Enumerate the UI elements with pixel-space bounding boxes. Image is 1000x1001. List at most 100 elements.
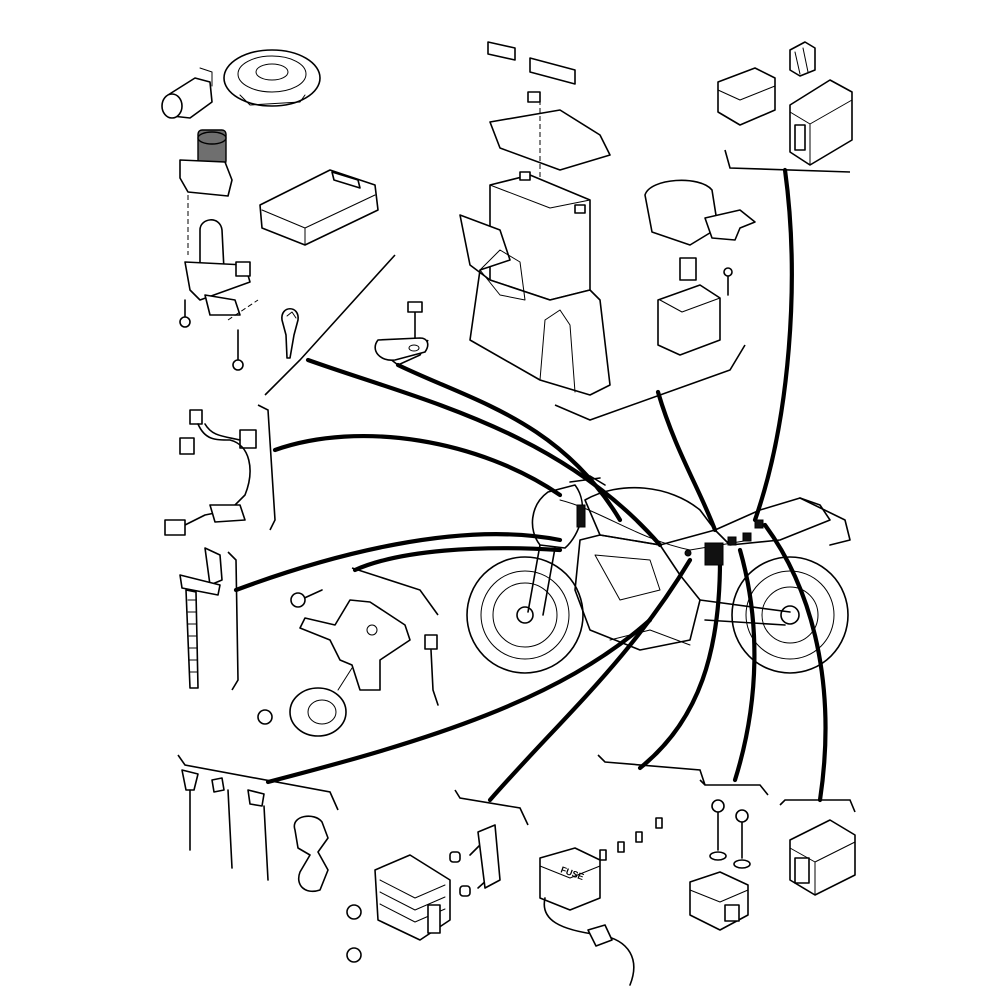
motorcycle	[466, 475, 851, 674]
bracket-bottom-ties	[177, 754, 339, 811]
bike-connector-1	[727, 536, 737, 546]
bottom-cable-ties	[181, 769, 329, 892]
cable-tie-clip	[179, 574, 221, 596]
battery-terminal-1	[519, 171, 531, 181]
bracket-flasher	[779, 799, 856, 813]
key-blade	[281, 307, 299, 359]
rear-tire-outer	[731, 556, 849, 674]
rear-hub	[780, 605, 800, 625]
leader-harness	[272, 434, 563, 498]
fuse-box-clip	[587, 924, 613, 947]
relay-connector-pins	[794, 47, 809, 75]
battery-pad-1	[487, 41, 516, 61]
relay-unit-2	[789, 79, 853, 166]
leader-tie-left	[233, 532, 563, 593]
turn-relay-washer-1	[709, 851, 727, 861]
bike-connector-dot	[684, 549, 692, 557]
bike-harness	[559, 499, 751, 551]
cable-ties	[179, 547, 223, 689]
engine-cowling	[574, 534, 701, 651]
starter-relay-lead	[704, 209, 756, 241]
rectifier-spacer-2	[459, 885, 471, 897]
front-fork	[527, 544, 556, 616]
flasher-edge	[789, 841, 856, 896]
tie-d-clamp	[293, 815, 329, 892]
harness-wire-1	[184, 423, 251, 526]
harness-connector-1	[189, 409, 203, 425]
horn-bracket-hole	[366, 624, 378, 636]
tie-a-head	[181, 769, 199, 791]
leader-relay	[752, 167, 794, 523]
bracket-harness	[257, 404, 276, 531]
leader-rectifier	[487, 557, 693, 803]
tie-c-strap	[263, 805, 269, 881]
battery-case-rib	[539, 309, 576, 393]
starter-relay	[644, 179, 756, 356]
fuse-box-body	[539, 847, 601, 911]
front-tire-outer	[466, 556, 584, 674]
horn-wire	[430, 649, 439, 706]
fuse-box: FUSE	[539, 817, 663, 986]
rear-rim	[761, 586, 819, 644]
ignition-connector	[235, 261, 251, 277]
bike-connector-2	[742, 532, 752, 542]
starter-relay-screw-head	[723, 267, 733, 277]
turn-relay-top	[689, 889, 749, 903]
rectifier-nut-1	[346, 904, 362, 920]
ignition-key	[281, 307, 299, 359]
wire-harness	[164, 409, 257, 536]
ignition-axis-2	[227, 299, 259, 321]
horn	[257, 589, 439, 737]
harness-connector-3	[239, 429, 257, 449]
leader-ecu	[305, 357, 663, 548]
bolt-head	[407, 301, 423, 313]
harness-connector-2	[179, 437, 195, 455]
side-panel-detail	[594, 554, 661, 601]
front-hub	[516, 606, 534, 624]
fuel-cap-ring	[237, 55, 307, 93]
starter-relay-body	[657, 284, 721, 356]
fuse-4	[655, 817, 663, 829]
leader-fuse	[637, 557, 723, 771]
bracket-fuse	[597, 754, 706, 786]
harness-wire-2	[204, 423, 241, 441]
fuse-3	[635, 831, 643, 843]
lower-cowl	[609, 629, 691, 646]
ignition-cap	[197, 131, 227, 145]
main-switch-lock	[161, 49, 321, 371]
bracket-relays	[724, 149, 851, 173]
battery-case-detail	[479, 249, 526, 301]
leader-flasher	[762, 522, 828, 803]
relay-unit-2-edge	[789, 99, 853, 166]
ignition-screw-head-1	[179, 316, 191, 328]
ecu-unit	[259, 169, 379, 246]
starter-relay-top	[659, 297, 721, 313]
bike-connector-3	[754, 519, 764, 529]
horn-bolt-head	[290, 592, 306, 608]
battery-holder	[489, 109, 611, 171]
bracket-turn-relay	[699, 779, 769, 796]
cable-tie-teeth	[187, 599, 198, 673]
leader-bolt	[395, 362, 623, 523]
flasher-connector	[794, 857, 810, 884]
horn-center	[307, 699, 337, 725]
group-brackets	[177, 149, 856, 826]
relay-unit-1-edge	[717, 85, 776, 101]
ignition-base	[184, 261, 251, 301]
relay-units	[717, 41, 853, 166]
rectifier-spacer-1	[449, 851, 461, 863]
horn-body	[289, 687, 347, 737]
relay-connector	[789, 41, 816, 77]
ignition-lower	[204, 294, 241, 316]
leader-battery	[655, 389, 718, 533]
battery-terminal-2	[574, 204, 586, 214]
tail-cowl	[799, 497, 851, 546]
cable-tie-strap	[185, 589, 199, 689]
fuse-2	[617, 841, 625, 853]
seat	[714, 497, 831, 546]
fuse-1	[599, 849, 607, 861]
battery-case	[459, 214, 611, 396]
battery-small-pad	[527, 91, 541, 103]
battery-top-edge	[489, 184, 591, 209]
